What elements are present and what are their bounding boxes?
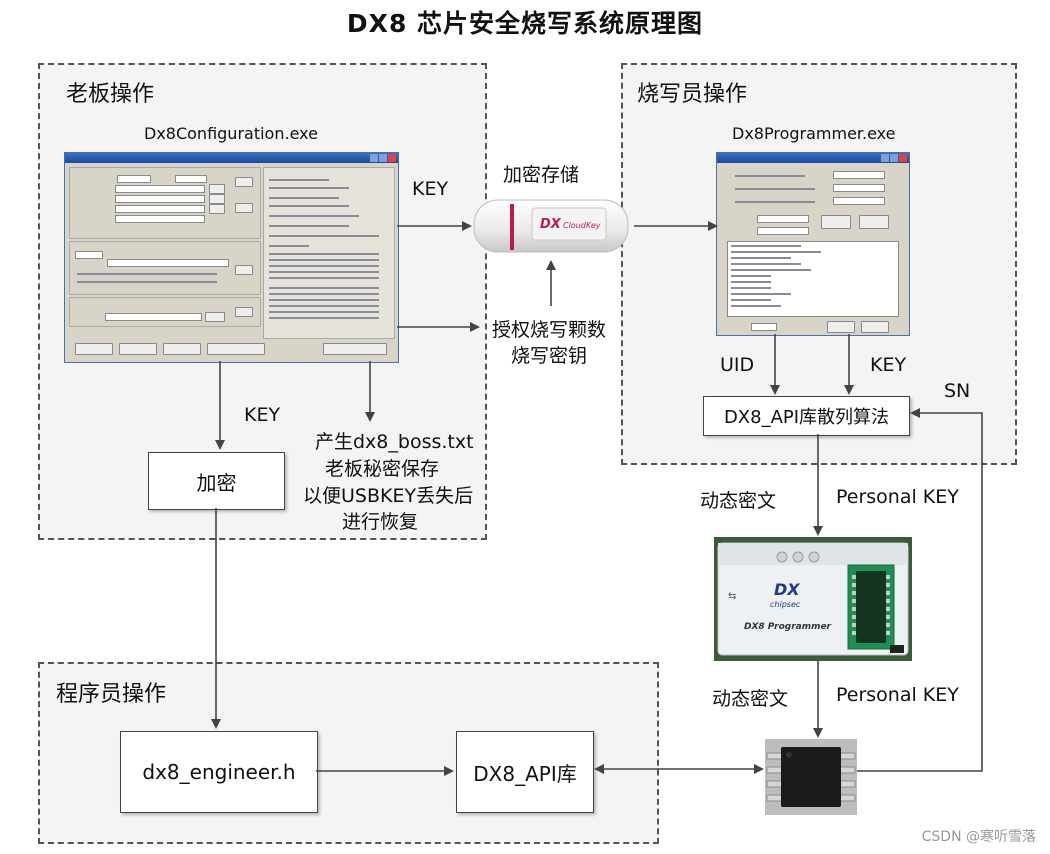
programmer-field <box>833 184 885 192</box>
prog-brand-text: DX <box>774 580 800 599</box>
programmer-field <box>751 323 777 331</box>
key-label-mid: KEY <box>244 404 281 426</box>
programmer-mini-button <box>861 321 889 333</box>
config-field <box>115 205 205 213</box>
personal-key-label-2: Personal KEY <box>836 684 959 706</box>
prog-sub-text: chipsec <box>770 600 801 609</box>
encrypted-storage-label: 加密存储 <box>503 164 580 186</box>
config-group-1 <box>69 167 261 239</box>
config-bottom-button <box>75 343 113 355</box>
boss-txt-line-2: 老板秘密保存 <box>325 458 440 480</box>
config-group-2 <box>69 241 261 295</box>
config-field <box>115 195 205 203</box>
config-mini-button <box>235 177 253 187</box>
programmer-log-panel <box>727 241 899 317</box>
programmer-window-screenshot <box>716 152 910 336</box>
key-label-top: KEY <box>412 178 449 200</box>
minimize-icon <box>881 154 889 162</box>
config-field <box>175 175 207 183</box>
programmer-zone-label: 程序员操作 <box>56 682 167 707</box>
usb-cloudkey-device: DX CloudKey <box>473 199 629 253</box>
prog-name-text: DX8 Programmer <box>744 622 832 632</box>
boss-txt-line-3: 以便USBKEY丢失后 <box>303 485 474 507</box>
config-window-screenshot <box>64 152 399 363</box>
dx8-chip-device <box>765 739 857 815</box>
programmer-field <box>833 197 885 205</box>
config-field <box>75 251 103 259</box>
dx8-programmer-device: DX chipsec DX8 Programmer ⇆ <box>714 537 912 661</box>
programmer-window-titlebar <box>717 153 909 163</box>
config-mini-button <box>235 203 253 213</box>
config-bottom-button <box>323 343 387 355</box>
hash-algorithm-box: DX8_API库散列算法 <box>703 396 910 436</box>
sn-label: SN <box>944 380 971 402</box>
config-group-3 <box>69 297 261 327</box>
writer-zone-label: 烧写员操作 <box>637 82 748 107</box>
programmer-mini-button <box>821 215 851 229</box>
config-mini-button <box>209 184 225 194</box>
boss-txt-line-1: 产生dx8_boss.txt <box>315 431 474 453</box>
close-icon <box>388 154 396 162</box>
config-bottom-button <box>119 343 157 355</box>
config-field <box>105 313 202 321</box>
usb-pink-stripe <box>510 204 514 250</box>
config-mini-button <box>209 194 225 204</box>
api-library-box: DX8_API库 <box>456 731 594 813</box>
config-mini-button <box>235 265 253 275</box>
config-mini-button <box>205 312 225 322</box>
programmer-mini-button <box>859 215 889 229</box>
config-window-titlebar <box>65 153 398 163</box>
programmer-exe-label: Dx8Programmer.exe <box>732 124 896 143</box>
maximize-icon <box>379 154 387 162</box>
config-mini-button <box>209 204 225 214</box>
usb-model-text: CloudKey <box>563 221 601 230</box>
config-field <box>115 185 205 193</box>
personal-key-label-1: Personal KEY <box>836 486 959 508</box>
boss-zone-label: 老板操作 <box>66 82 155 107</box>
maximize-icon <box>890 154 898 162</box>
programmer-field <box>833 171 885 179</box>
programmer-field <box>757 227 809 235</box>
usb-symbol-icon: ⇆ <box>728 591 736 602</box>
key-label-right: KEY <box>870 354 907 376</box>
programmer-mini-button <box>827 321 855 333</box>
dynamic-cipher-label-1: 动态密文 <box>700 490 777 512</box>
close-icon <box>899 154 907 162</box>
authorize-count-label: 授权烧写颗数 <box>492 319 607 341</box>
uid-label: UID <box>720 354 755 376</box>
config-field <box>117 175 151 183</box>
config-field <box>115 215 205 223</box>
usb-brand-text: DX <box>540 217 562 232</box>
config-bottom-button <box>163 343 201 355</box>
minimize-icon <box>370 154 378 162</box>
encrypt-box: 加密 <box>148 452 285 510</box>
config-exe-label: Dx8Configuration.exe <box>144 124 318 143</box>
programmer-field <box>757 215 809 223</box>
config-field <box>107 259 229 267</box>
config-bottom-button <box>207 343 265 355</box>
watermark: CSDN @寒听雪落 <box>921 829 1036 845</box>
dynamic-cipher-label-2: 动态密文 <box>712 688 789 710</box>
write-key-label: 烧写密钥 <box>511 345 588 367</box>
arrow-chip-sn-to-hash <box>857 408 983 772</box>
diagram-title: DX8 芯片安全烧写系统原理图 <box>346 9 704 38</box>
boss-txt-line-4: 进行恢复 <box>342 511 419 533</box>
engineer-header-box: dx8_engineer.h <box>120 731 318 813</box>
config-mini-button <box>235 307 253 317</box>
